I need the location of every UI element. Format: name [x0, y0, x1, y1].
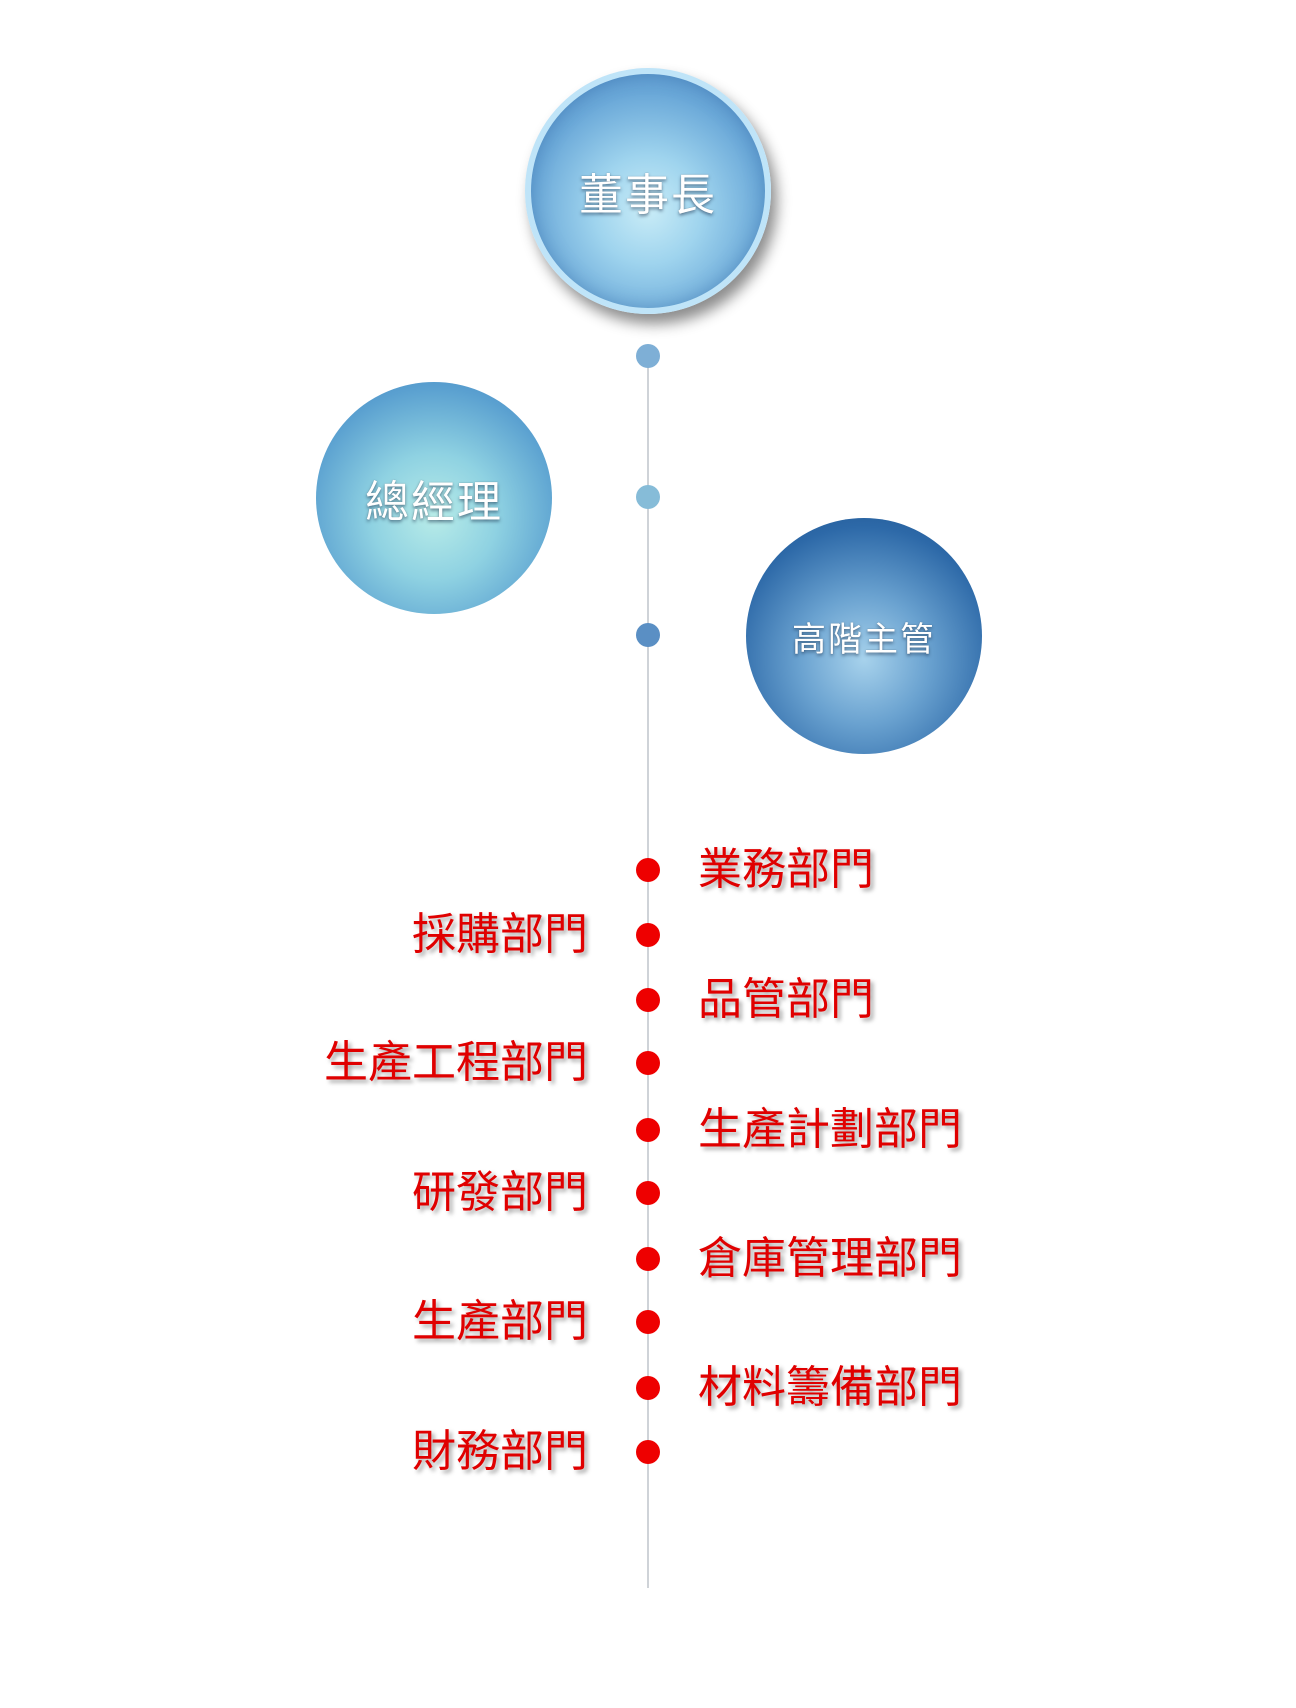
production-engineering-node — [636, 1051, 660, 1075]
timeline-spine — [647, 356, 649, 1588]
warehouse-department-label: 倉庫管理部門 — [698, 1233, 962, 1284]
production-department-label: 生產部門 — [412, 1296, 588, 1347]
chairman-node — [636, 344, 660, 368]
material-prep-node — [636, 1376, 660, 1400]
senior-managers-circle: 高階主管 — [746, 518, 982, 754]
production-planning-department-label: 生產計劃部門 — [698, 1104, 962, 1155]
production-planning-node — [636, 1118, 660, 1142]
purchasing-department-label: 採購部門 — [412, 909, 588, 960]
general-manager-label: 總經理 — [365, 477, 503, 528]
senior-managers-label: 高階主管 — [792, 619, 936, 660]
chairman-circle: 董事長 — [525, 68, 771, 314]
senior-managers-node — [636, 623, 660, 647]
quality-department-label: 品管部門 — [698, 974, 874, 1025]
general-manager-circle: 總經理 — [316, 382, 552, 614]
sales-department-label: 業務部門 — [698, 844, 874, 895]
finance-node — [636, 1440, 660, 1464]
chairman-label: 董事長 — [579, 170, 717, 221]
rnd-department-label: 研發部門 — [412, 1167, 588, 1218]
sales-node — [636, 858, 660, 882]
general-manager-node — [636, 485, 660, 509]
rnd-node — [636, 1181, 660, 1205]
finance-department-label: 財務部門 — [412, 1426, 588, 1477]
production-node — [636, 1310, 660, 1334]
purchasing-node — [636, 923, 660, 947]
warehouse-node — [636, 1247, 660, 1271]
material-prep-department-label: 材料籌備部門 — [698, 1362, 962, 1413]
production-engineering-department-label: 生產工程部門 — [324, 1037, 588, 1088]
quality-node — [636, 988, 660, 1012]
